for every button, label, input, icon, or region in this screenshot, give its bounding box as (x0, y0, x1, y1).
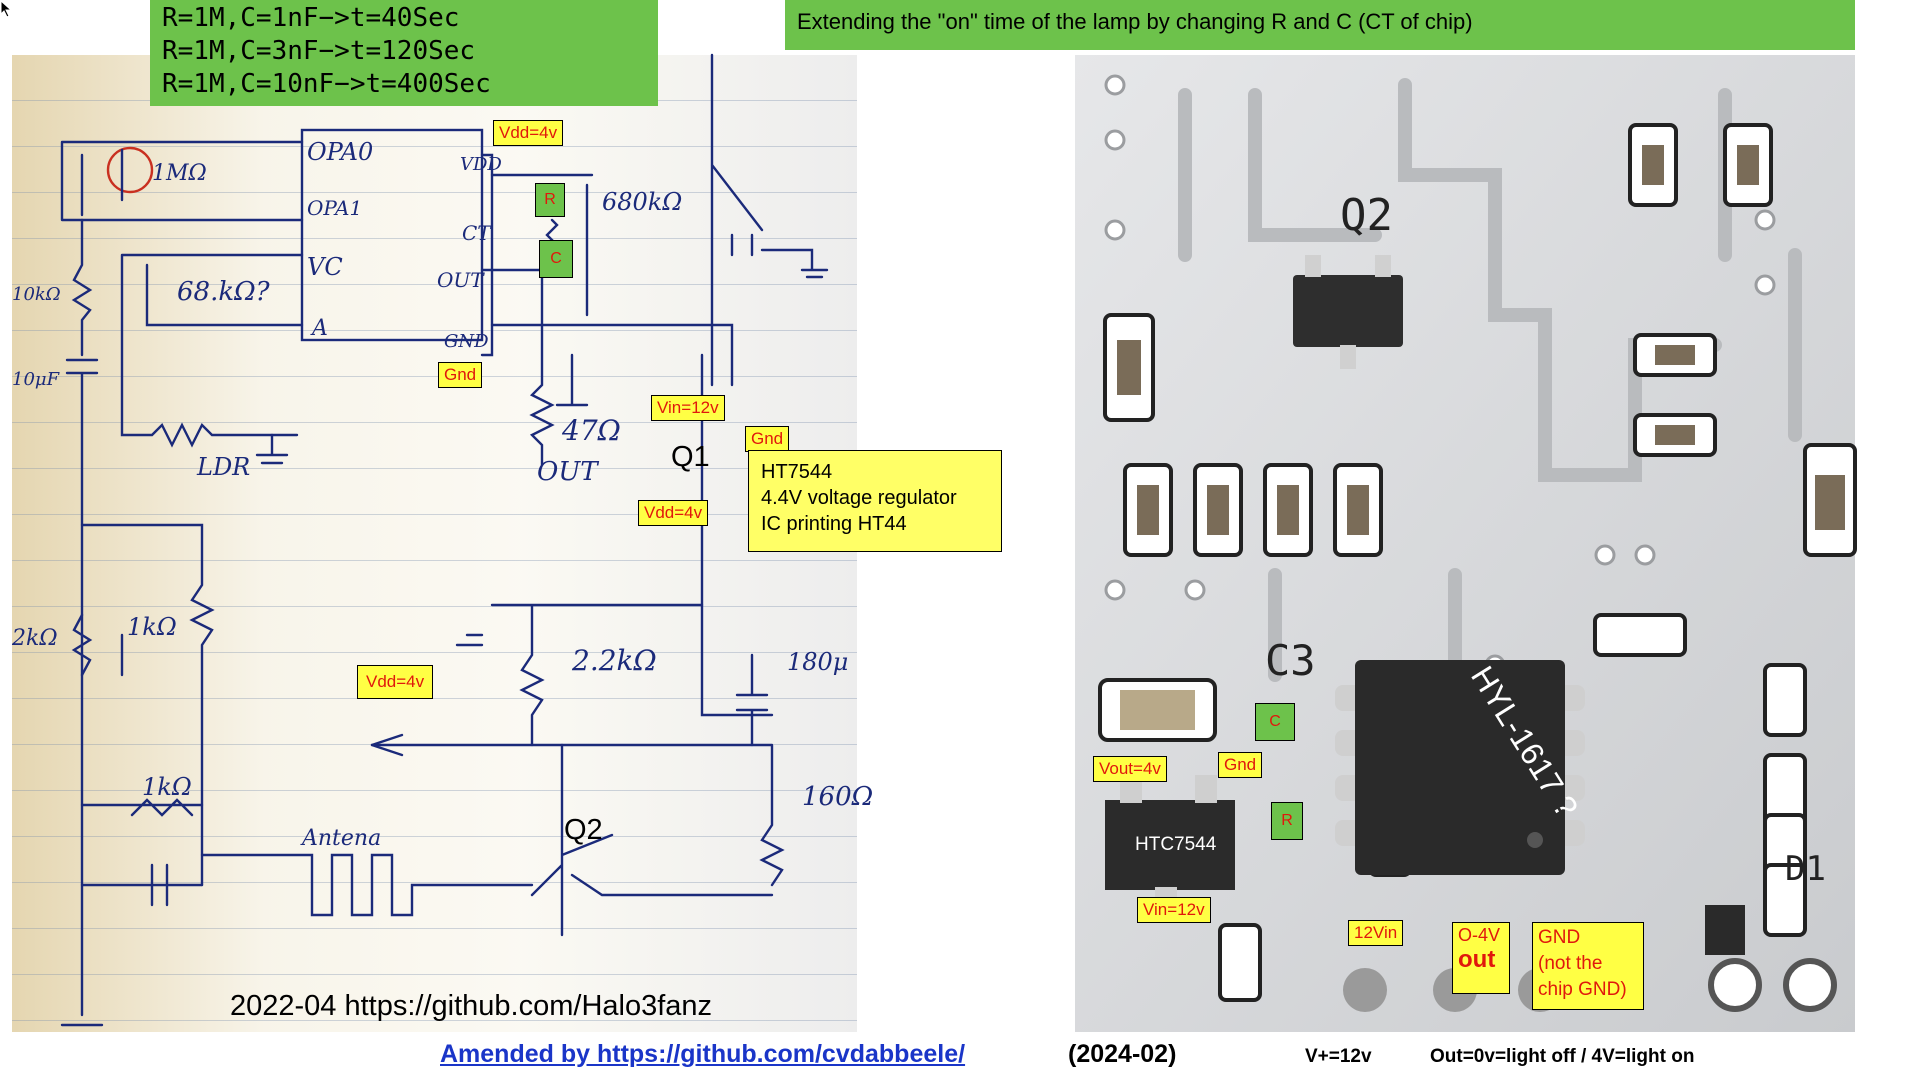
hw-r-1k-a: 1kΩ (127, 613, 177, 641)
hw-vdd: VDD (460, 154, 502, 175)
pcb-label-gnd-note: GND (not the chip GND) (1532, 922, 1644, 1010)
hw-gnd: GND (444, 331, 489, 352)
ht-line-1: HT7544 (761, 461, 833, 483)
pcb-label-vout: Vout=4v (1093, 756, 1167, 782)
pcb-q2-silkscreen: Q2 (1340, 190, 1393, 241)
hw-out-label: OUT (537, 457, 599, 487)
hw-vc: VC (307, 253, 343, 281)
hw-out: OUT (437, 268, 485, 292)
hw-ct: CT (462, 221, 492, 245)
rc-line-1: R=1M,C=1nF−>t=40Sec (162, 3, 460, 33)
hw-opa0: OPA0 (307, 138, 373, 166)
hw-r-1k-b: 1kΩ (142, 773, 192, 801)
pcb-gnd-line-1: GND (1538, 927, 1581, 948)
rc-line-2: R=1M,C=3nF−>t=120Sec (162, 36, 476, 66)
hw-c-10u: 10μF (12, 369, 61, 390)
hw-a: A (310, 316, 328, 341)
header-banner: Extending the "on" time of the lamp by c… (785, 0, 1855, 50)
original-credit: 2022-04 https://github.com/Halo3fanz (230, 990, 713, 1022)
label-gnd-q1: Gnd (745, 426, 790, 452)
hw-c-180u: 180μ (787, 648, 848, 676)
ht-line-3: IC printing HT44 (761, 513, 907, 535)
amended-link[interactable]: Amended by https://github.com/cvdabbeele… (440, 1040, 966, 1068)
q2-label: Q2 (564, 814, 603, 846)
pcb-label-12vin: 12Vin (1348, 920, 1404, 946)
hw-r-68k: 68.kΩ? (177, 277, 271, 307)
pcb-photo: Q2 C3 D1 HYL-1617 ? HTC7544 (1075, 55, 1857, 1032)
hw-r-1m: 1MΩ (152, 161, 207, 186)
label-r: R (535, 183, 565, 217)
hw-r-2-2k: 2.2kΩ (571, 644, 657, 677)
label-c: C (539, 240, 573, 278)
hw-antenna: Antena (300, 826, 381, 851)
rc-line-3: R=1M,C=10nF−>t=400Sec (162, 69, 491, 99)
pcb-d1-silkscreen: D1 (1785, 849, 1826, 889)
pcb-output-word: out (1458, 945, 1496, 973)
hw-opa1: OPA1 (307, 196, 362, 220)
rc-timing-table: R=1M,C=1nF−>t=40Sec R=1M,C=3nF−>t=120Sec… (150, 0, 658, 106)
label-vdd-top: Vdd=4v (493, 120, 564, 146)
label-vdd-left: Vdd=4v (357, 665, 434, 699)
output-note: Out=0v=light off / 4V=light on (1430, 1046, 1695, 1067)
q1-label: Q1 (671, 441, 710, 473)
hw-ldr: LDR (196, 453, 250, 481)
schematic-photo: OPA0 OPA1 VC A VDD CT OUT GND 1MΩ 680kΩ … (11, 53, 873, 1032)
label-vdd-q1: Vdd=4v (638, 500, 709, 526)
pcb-regulator-marking: HTC7544 (1135, 834, 1217, 855)
pcb-label-output: O-4V out (1452, 922, 1510, 994)
hw-r-2k: 2kΩ (11, 626, 58, 651)
label-vin: Vin=12v (651, 395, 725, 421)
hw-r-160: 160Ω (802, 782, 873, 812)
hw-r-10k: 10kΩ (12, 284, 61, 305)
pcb-label-r: R (1271, 802, 1303, 840)
pcb-gnd-line-2: (not the (1538, 953, 1603, 974)
hw-r-680k: 680kΩ (602, 188, 682, 216)
pcb-label-c: C (1255, 703, 1295, 741)
ht-line-2: 4.4V voltage regulator (761, 487, 957, 509)
hw-r-47: 47Ω (561, 414, 621, 447)
amended-date: (2024-02) (1068, 1040, 1177, 1068)
pcb-gnd-line-3: chip GND) (1538, 979, 1627, 1000)
amended-credit: Amended by https://github.com/cvdabbeele… (440, 1040, 965, 1069)
pcb-label-vin: Vin=12v (1137, 897, 1211, 923)
pcb-output-range: O-4V (1458, 925, 1501, 945)
label-gnd: Gnd (438, 362, 483, 388)
pcb-label-gnd: Gnd (1218, 752, 1263, 778)
pcb-c3-silkscreen: C3 (1265, 636, 1316, 685)
supply-note: V+=12v (1305, 1046, 1372, 1067)
ht7544-note: HT7544 4.4V voltage regulator IC printin… (748, 450, 1002, 552)
mouse-cursor-icon (0, 0, 13, 18)
